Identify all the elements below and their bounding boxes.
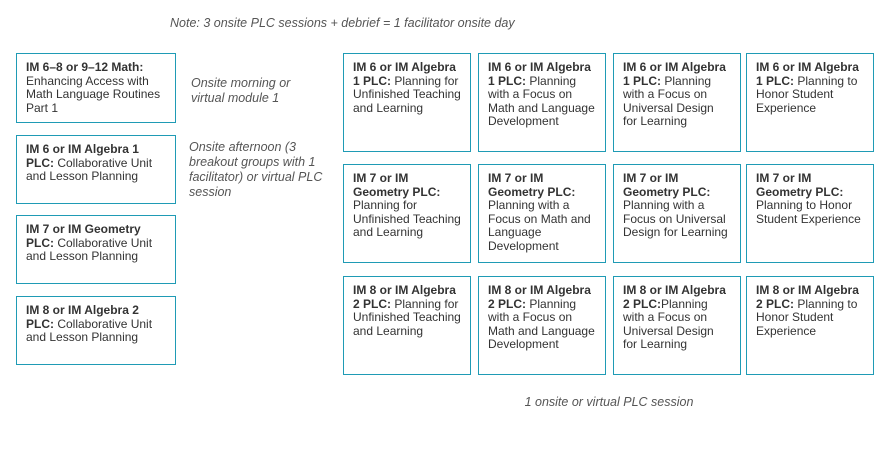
plc-box-im7-unfinished-teaching: IM 7 or IM Geometry PLC: Planning for Un… xyxy=(343,164,471,263)
label-onsite-morning: Onsite morning or virtual module 1 xyxy=(191,76,291,105)
plc-box-im8-student-experience: IM 8 or IM Algebra 2 PLC: Planning to Ho… xyxy=(746,276,874,375)
plc-description: Planning with a Focus on Universal Desig… xyxy=(623,73,714,129)
plc-title: IM 6 or IM Algebra 1 PLC: xyxy=(756,60,859,88)
plc-description: Planning with a Focus on Math and Langua… xyxy=(488,198,591,253)
label-onsite-afternoon: Onsite afternoon (3 breakout groups with… xyxy=(189,140,323,199)
module-box-im6-planning: IM 6 or IM Algebra 1 PLC: Collaborative … xyxy=(16,135,176,204)
plc-title: IM 6 or IM Algebra 1 PLC: xyxy=(488,60,591,88)
plc-title: IM 6 or IM Algebra 1 PLC: xyxy=(353,60,456,88)
plc-title: IM 7 or IM Geometry PLC: xyxy=(488,171,576,199)
module-title: IM 8 or IM Algebra 2 PLC: xyxy=(26,303,139,331)
note-text: Note: 3 onsite PLC sessions + debrief = … xyxy=(170,16,515,30)
plc-description: Planning with a Focus on Math and Langua… xyxy=(488,296,595,352)
plc-box-im8-unfinished-teaching: IM 8 or IM Algebra 2 PLC: Planning for U… xyxy=(343,276,471,375)
plc-description: Planning to Honor Student Experience xyxy=(756,73,858,115)
plc-title: IM 7 or IM Geometry PLC: xyxy=(353,171,441,199)
module-title: IM 6–8 or 9–12 Math: xyxy=(26,60,144,74)
module-description: Collaborative Unit and Lesson Planning xyxy=(26,316,153,345)
plc-box-im7-math-language: IM 7 or IM Geometry PLC: Planning with a… xyxy=(478,164,606,263)
plc-description: Planning to Honor Student Experience xyxy=(756,296,858,338)
plc-box-im6-student-experience: IM 6 or IM Algebra 1 PLC: Planning to Ho… xyxy=(746,53,874,152)
plc-description: Planning with a Focus on Universal Desig… xyxy=(623,198,728,240)
plc-box-im6-math-language: IM 6 or IM Algebra 1 PLC: Planning with … xyxy=(478,53,606,152)
plc-title: IM 8 or IM Algebra 2 PLC: xyxy=(353,283,456,311)
plc-description: Planning to Honor Student Experience xyxy=(756,198,861,226)
plc-description: Planning for Unfinished Teaching and Lea… xyxy=(353,73,461,115)
plc-description: Planning for Unfinished Teaching and Lea… xyxy=(353,296,461,338)
plc-title: IM 6 or IM Algebra 1 PLC: xyxy=(623,60,726,88)
plc-title: IM 7 or IM Geometry PLC: xyxy=(623,171,711,199)
plc-box-im6-unfinished-teaching: IM 6 or IM Algebra 1 PLC: Planning for U… xyxy=(343,53,471,152)
plc-description: Planning with a Focus on Universal Desig… xyxy=(623,296,714,352)
plc-title: IM 8 or IM Algebra 2 PLC: xyxy=(756,283,859,311)
plc-box-im8-math-language: IM 8 or IM Algebra 2 PLC: Planning with … xyxy=(478,276,606,375)
plc-description: Planning with a Focus on Math and Langua… xyxy=(488,73,595,129)
module-description: Enhancing Access with Math Language Rout… xyxy=(26,73,161,115)
plc-title: IM 7 or IM Geometry PLC: xyxy=(756,171,844,199)
plc-box-im6-universal-design: IM 6 or IM Algebra 1 PLC: Planning with … xyxy=(613,53,741,152)
plc-box-im8-universal-design: IM 8 or IM Algebra 2 PLC:Planning with a… xyxy=(613,276,741,375)
module-description: Collaborative Unit and Lesson Planning xyxy=(26,155,153,184)
module-box-im8-planning: IM 8 or IM Algebra 2 PLC: Collaborative … xyxy=(16,296,176,365)
plc-title: IM 8 or IM Algebra 2 PLC: xyxy=(488,283,591,311)
plc-box-im7-universal-design: IM 7 or IM Geometry PLC: Planning with a… xyxy=(613,164,741,263)
plc-box-im7-student-experience: IM 7 or IM Geometry PLC: Planning to Hon… xyxy=(746,164,874,263)
module-description: Collaborative Unit and Lesson Planning xyxy=(26,235,153,264)
plc-description: Planning for Unfinished Teaching and Lea… xyxy=(353,198,461,240)
module-box-im7-planning: IM 7 or IM Geometry PLC: Collaborative U… xyxy=(16,215,176,284)
module-title: IM 7 or IM Geometry PLC: xyxy=(26,222,141,250)
bottom-caption: 1 onsite or virtual PLC session xyxy=(524,395,694,409)
module-box-math-language-routines: IM 6–8 or 9–12 Math: Enhancing Access wi… xyxy=(16,53,176,123)
plc-title: IM 8 or IM Algebra 2 PLC: xyxy=(623,283,726,311)
module-title: IM 6 or IM Algebra 1 PLC: xyxy=(26,142,139,170)
